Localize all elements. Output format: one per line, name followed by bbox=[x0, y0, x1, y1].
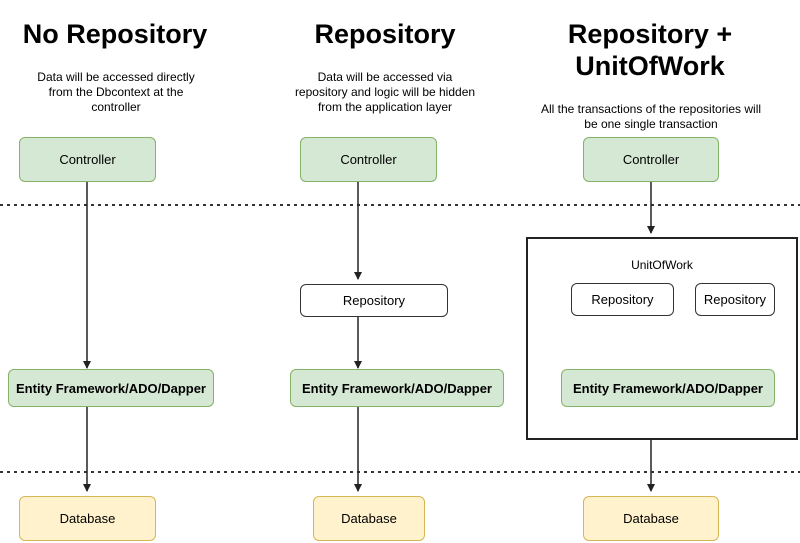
description-line: repository and logic will be hidden bbox=[294, 85, 476, 99]
description-line: be one single transaction bbox=[584, 117, 718, 131]
database-box: Database bbox=[313, 496, 425, 541]
column-title-repository: Repository bbox=[314, 19, 456, 49]
repository-box: Repository bbox=[300, 284, 448, 317]
description-line: Data will be accessed via bbox=[317, 70, 453, 84]
unitofwork-label: UnitOfWork bbox=[631, 258, 693, 272]
description-line: from the Dbcontext at the bbox=[48, 85, 184, 99]
description-line: Data will be accessed directly bbox=[37, 70, 195, 84]
database-box: Database bbox=[583, 496, 719, 541]
column-description-repository: Data will be accessed via repository and… bbox=[268, 70, 502, 115]
controller-box: Controller bbox=[300, 137, 437, 182]
controller-box: Controller bbox=[19, 137, 156, 182]
repository-box: Repository bbox=[695, 283, 775, 316]
description-line: All the transactions of the repositories… bbox=[540, 102, 762, 116]
title-line: Repository + bbox=[567, 19, 733, 49]
title-line: UnitOfWork bbox=[575, 51, 725, 81]
database-box: Database bbox=[19, 496, 156, 541]
data-access-box: Entity Framework/ADO/Dapper bbox=[561, 369, 775, 407]
data-access-box: Entity Framework/ADO/Dapper bbox=[290, 369, 504, 407]
data-access-box: Entity Framework/ADO/Dapper bbox=[8, 369, 214, 407]
column-title-repository-unitofwork: Repository + UnitOfWork bbox=[540, 18, 760, 82]
column-title-no-repository: No Repository bbox=[22, 19, 208, 49]
column-description-no-repository: Data will be accessed directly from the … bbox=[0, 70, 232, 115]
description-line: controller bbox=[91, 100, 141, 114]
column-description-repository-unitofwork: All the transactions of the repositories… bbox=[518, 102, 784, 132]
unitofwork-container bbox=[526, 237, 798, 440]
repository-box: Repository bbox=[571, 283, 674, 316]
description-line: from the application layer bbox=[317, 100, 453, 114]
controller-box: Controller bbox=[583, 137, 719, 182]
